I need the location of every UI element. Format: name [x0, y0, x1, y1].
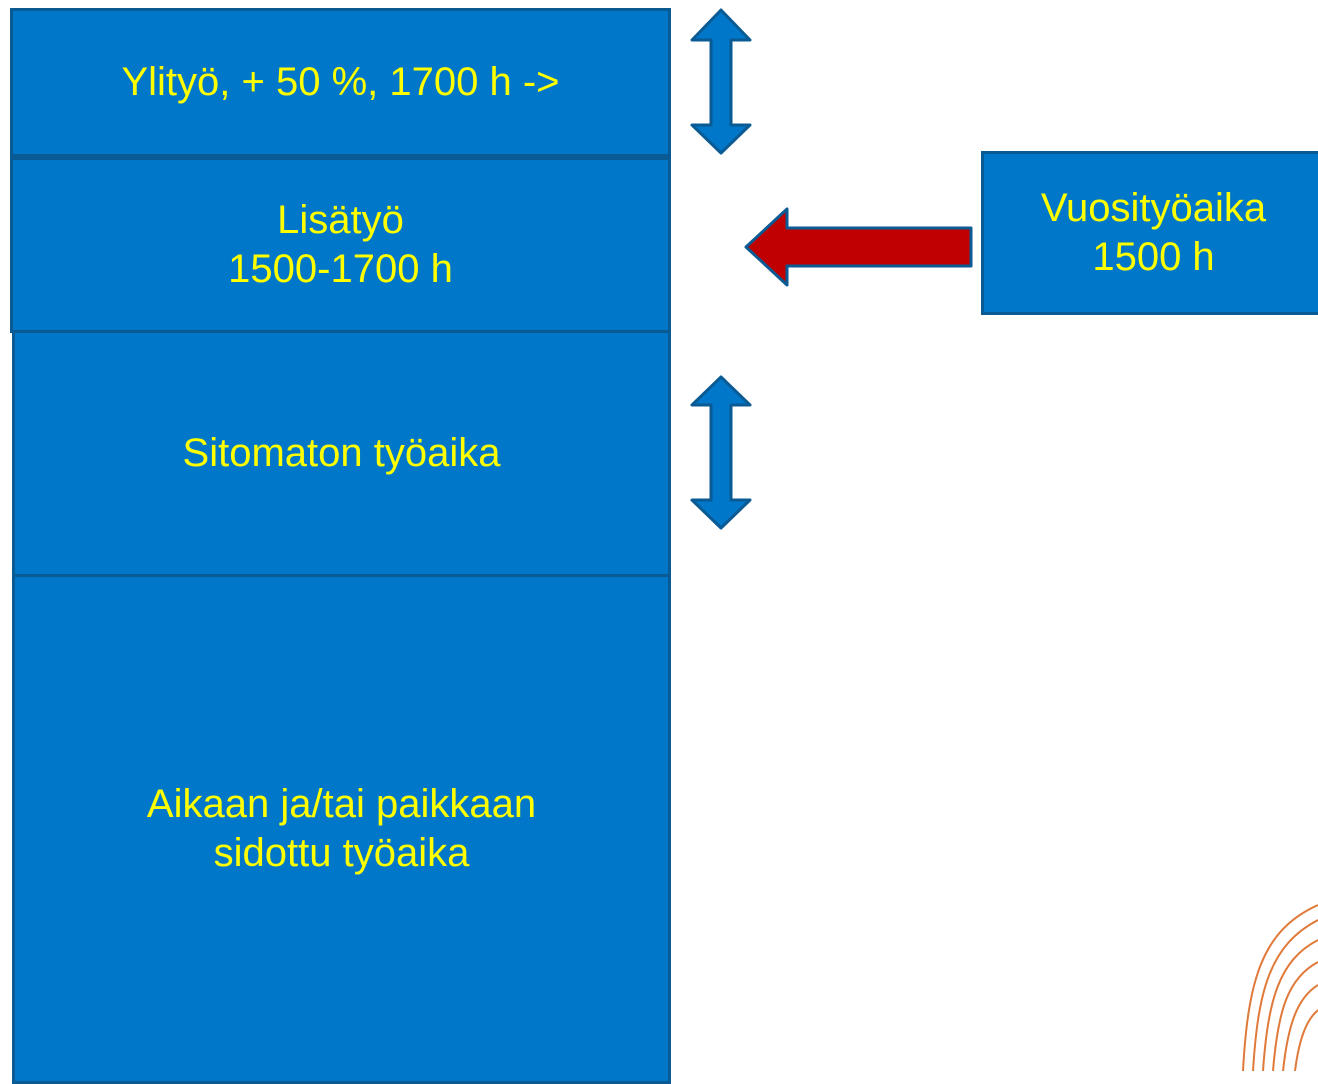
overtime-block: Ylityö, + 50 %, 1700 h ->	[10, 8, 671, 157]
double-arrow-icon	[690, 8, 752, 155]
unbound-worktime-label: Sitomaton työaika	[182, 431, 501, 476]
overtime-label: Ylityö, + 50 %, 1700 h ->	[121, 60, 560, 105]
double-arrow-icon	[690, 375, 752, 530]
left-arrow-icon	[744, 207, 973, 287]
bound-worktime-block: Aikaan ja/tai paikkaan sidottu työaika	[12, 574, 671, 1084]
additional-work-label: Lisätyö 1500-1700 h	[228, 198, 453, 291]
additional-work-block: Lisätyö 1500-1700 h	[10, 157, 671, 333]
annual-worktime-label: Vuosityöaika 1500 h	[1040, 186, 1267, 279]
bound-worktime-label: Aikaan ja/tai paikkaan sidottu työaika	[146, 782, 537, 875]
decorative-swirl	[1242, 904, 1318, 1071]
unbound-worktime-block: Sitomaton työaika	[12, 330, 671, 577]
annual-worktime-box: Vuosityöaika 1500 h	[981, 151, 1318, 315]
